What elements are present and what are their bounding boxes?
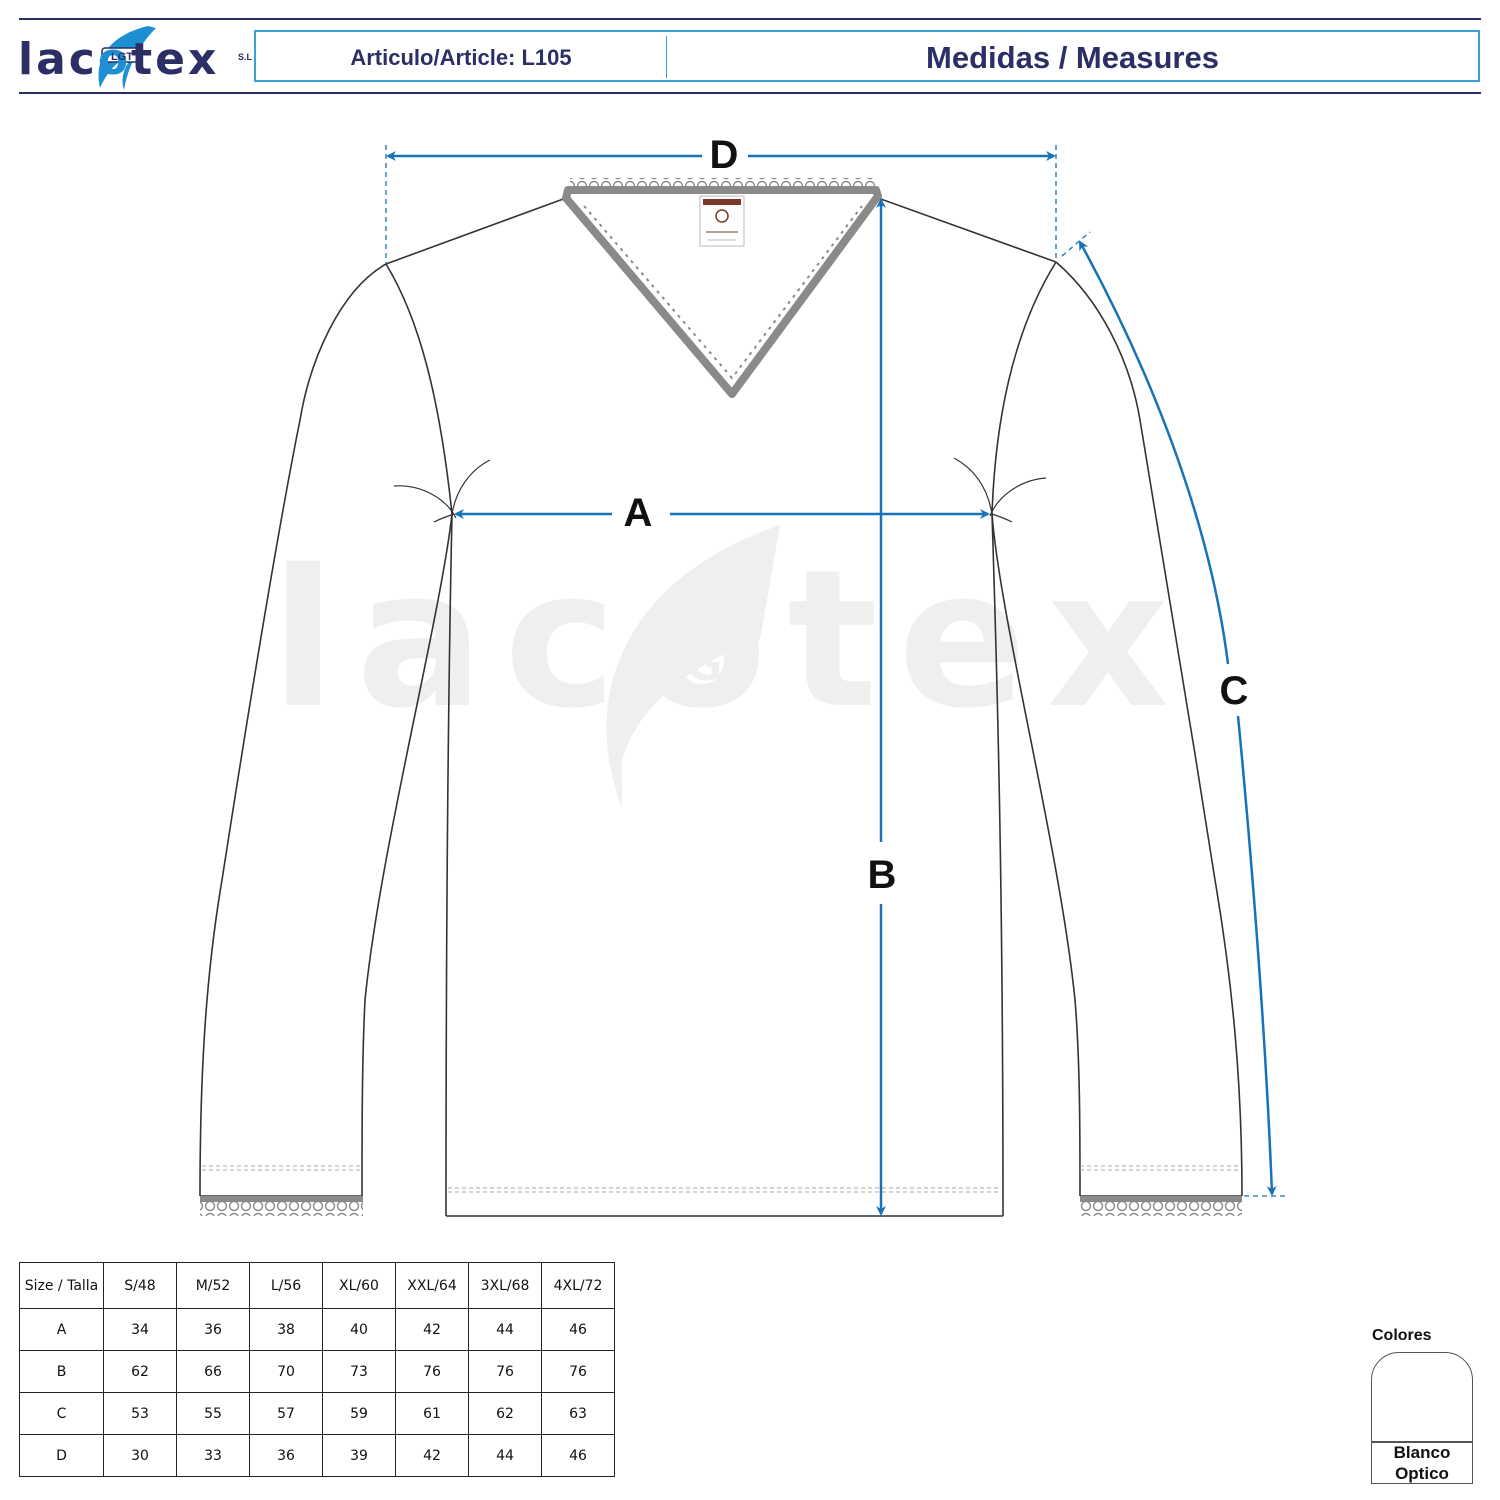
table-cell: 76 [541, 1350, 615, 1393]
header-bottom-rule [19, 92, 1481, 94]
table-cell: 44 [468, 1434, 542, 1477]
table-header-cell: Size / Talla [19, 1262, 104, 1309]
table-cell: 38 [249, 1308, 323, 1351]
table-cell: 30 [103, 1434, 177, 1477]
dimension-label-b: B [868, 853, 897, 897]
table-header-row: Size / Talla S/48 M/52 L/56 XL/60 XXL/64… [19, 1262, 615, 1309]
table-cell: 62 [103, 1350, 177, 1393]
page-title: Medidas / Measures [926, 40, 1219, 75]
lace-trim [200, 178, 1242, 1216]
brand-logo: lacotex LGT S.L [16, 22, 252, 92]
neck-label-tag [699, 195, 745, 247]
size-table: Size / Talla S/48 M/52 L/56 XL/60 XXL/64… [19, 1262, 615, 1477]
table-cell: 66 [176, 1350, 250, 1393]
logo-suffix: S.L [238, 52, 253, 62]
shirt-outline [199, 197, 1243, 1217]
table-cell: 63 [541, 1392, 615, 1435]
watermark: lacotex LGT [271, 525, 1190, 808]
table-row: D 30 33 36 39 42 44 46 [19, 1434, 615, 1477]
table-header-cell: XXL/64 [395, 1262, 469, 1309]
header-top-rule [19, 18, 1481, 20]
table-row: C 53 55 57 59 61 62 63 [19, 1392, 615, 1435]
article-label: Articulo/Article: L105 [350, 45, 572, 70]
table-cell: 40 [322, 1308, 396, 1351]
table-cell: 61 [395, 1392, 469, 1435]
dimension-label-a: A [624, 491, 653, 535]
header-box: Articulo/Article: L105 Medidas / Measure… [254, 30, 1480, 82]
swatch-name: Blanco Optico [1393, 1443, 1451, 1483]
dimension-b: B [868, 198, 897, 1216]
table-header-cell: M/52 [176, 1262, 250, 1309]
table-cell: 73 [322, 1350, 396, 1393]
hem-stitching [202, 1165, 1240, 1193]
table-header-cell: 4XL/72 [541, 1262, 615, 1309]
table-cell: 76 [468, 1350, 542, 1393]
svg-text:lacotex: lacotex [271, 529, 1190, 750]
table-header-cell: 3XL/68 [468, 1262, 542, 1309]
header-divider [666, 36, 667, 78]
table-cell: 46 [541, 1308, 615, 1351]
table-cell: 39 [322, 1434, 396, 1477]
table-cell: 34 [103, 1308, 177, 1351]
table-cell: 59 [322, 1392, 396, 1435]
table-cell: 42 [395, 1434, 469, 1477]
table-cell: 70 [249, 1350, 323, 1393]
table-cell: 33 [176, 1434, 250, 1477]
dimension-a: A [454, 491, 990, 535]
colors-label: Colores [1372, 1327, 1432, 1344]
table-header-cell: S/48 [103, 1262, 177, 1309]
logo-badge: LGT [111, 51, 133, 63]
table-cell: 42 [395, 1308, 469, 1351]
dimension-c: C [1061, 231, 1288, 1197]
row-label: A [19, 1308, 104, 1351]
table-cell: 44 [468, 1308, 542, 1351]
table-cell: 57 [249, 1392, 323, 1435]
table-header-cell: L/56 [249, 1262, 323, 1309]
dimension-label-d: D [710, 133, 739, 177]
dimension-d: D [385, 133, 1057, 264]
table-cell: 53 [103, 1392, 177, 1435]
table-row: A 34 36 38 40 42 44 46 [19, 1308, 615, 1351]
color-swatch-blanco-optico[interactable]: Blanco Optico [1371, 1352, 1473, 1484]
logo-swoosh-icon [98, 26, 156, 90]
garment-drawing: lacotex LGT [199, 133, 1288, 1217]
row-label: B [19, 1350, 104, 1393]
table-cell: 46 [541, 1434, 615, 1477]
svg-text:LGT: LGT [111, 51, 133, 63]
dimension-label-c: C [1220, 669, 1249, 713]
svg-text:LGT: LGT [658, 640, 751, 691]
logo-wordmark: lacotex [18, 34, 220, 85]
table-cell: 36 [249, 1434, 323, 1477]
swatch-divider [1372, 1441, 1472, 1443]
row-label: C [19, 1392, 104, 1435]
row-label: D [19, 1434, 104, 1477]
table-cell: 62 [468, 1392, 542, 1435]
table-cell: 36 [176, 1308, 250, 1351]
table-header-cell: XL/60 [322, 1262, 396, 1309]
table-cell: 55 [176, 1392, 250, 1435]
table-row: B 62 66 70 73 76 76 76 [19, 1350, 615, 1393]
table-cell: 76 [395, 1350, 469, 1393]
